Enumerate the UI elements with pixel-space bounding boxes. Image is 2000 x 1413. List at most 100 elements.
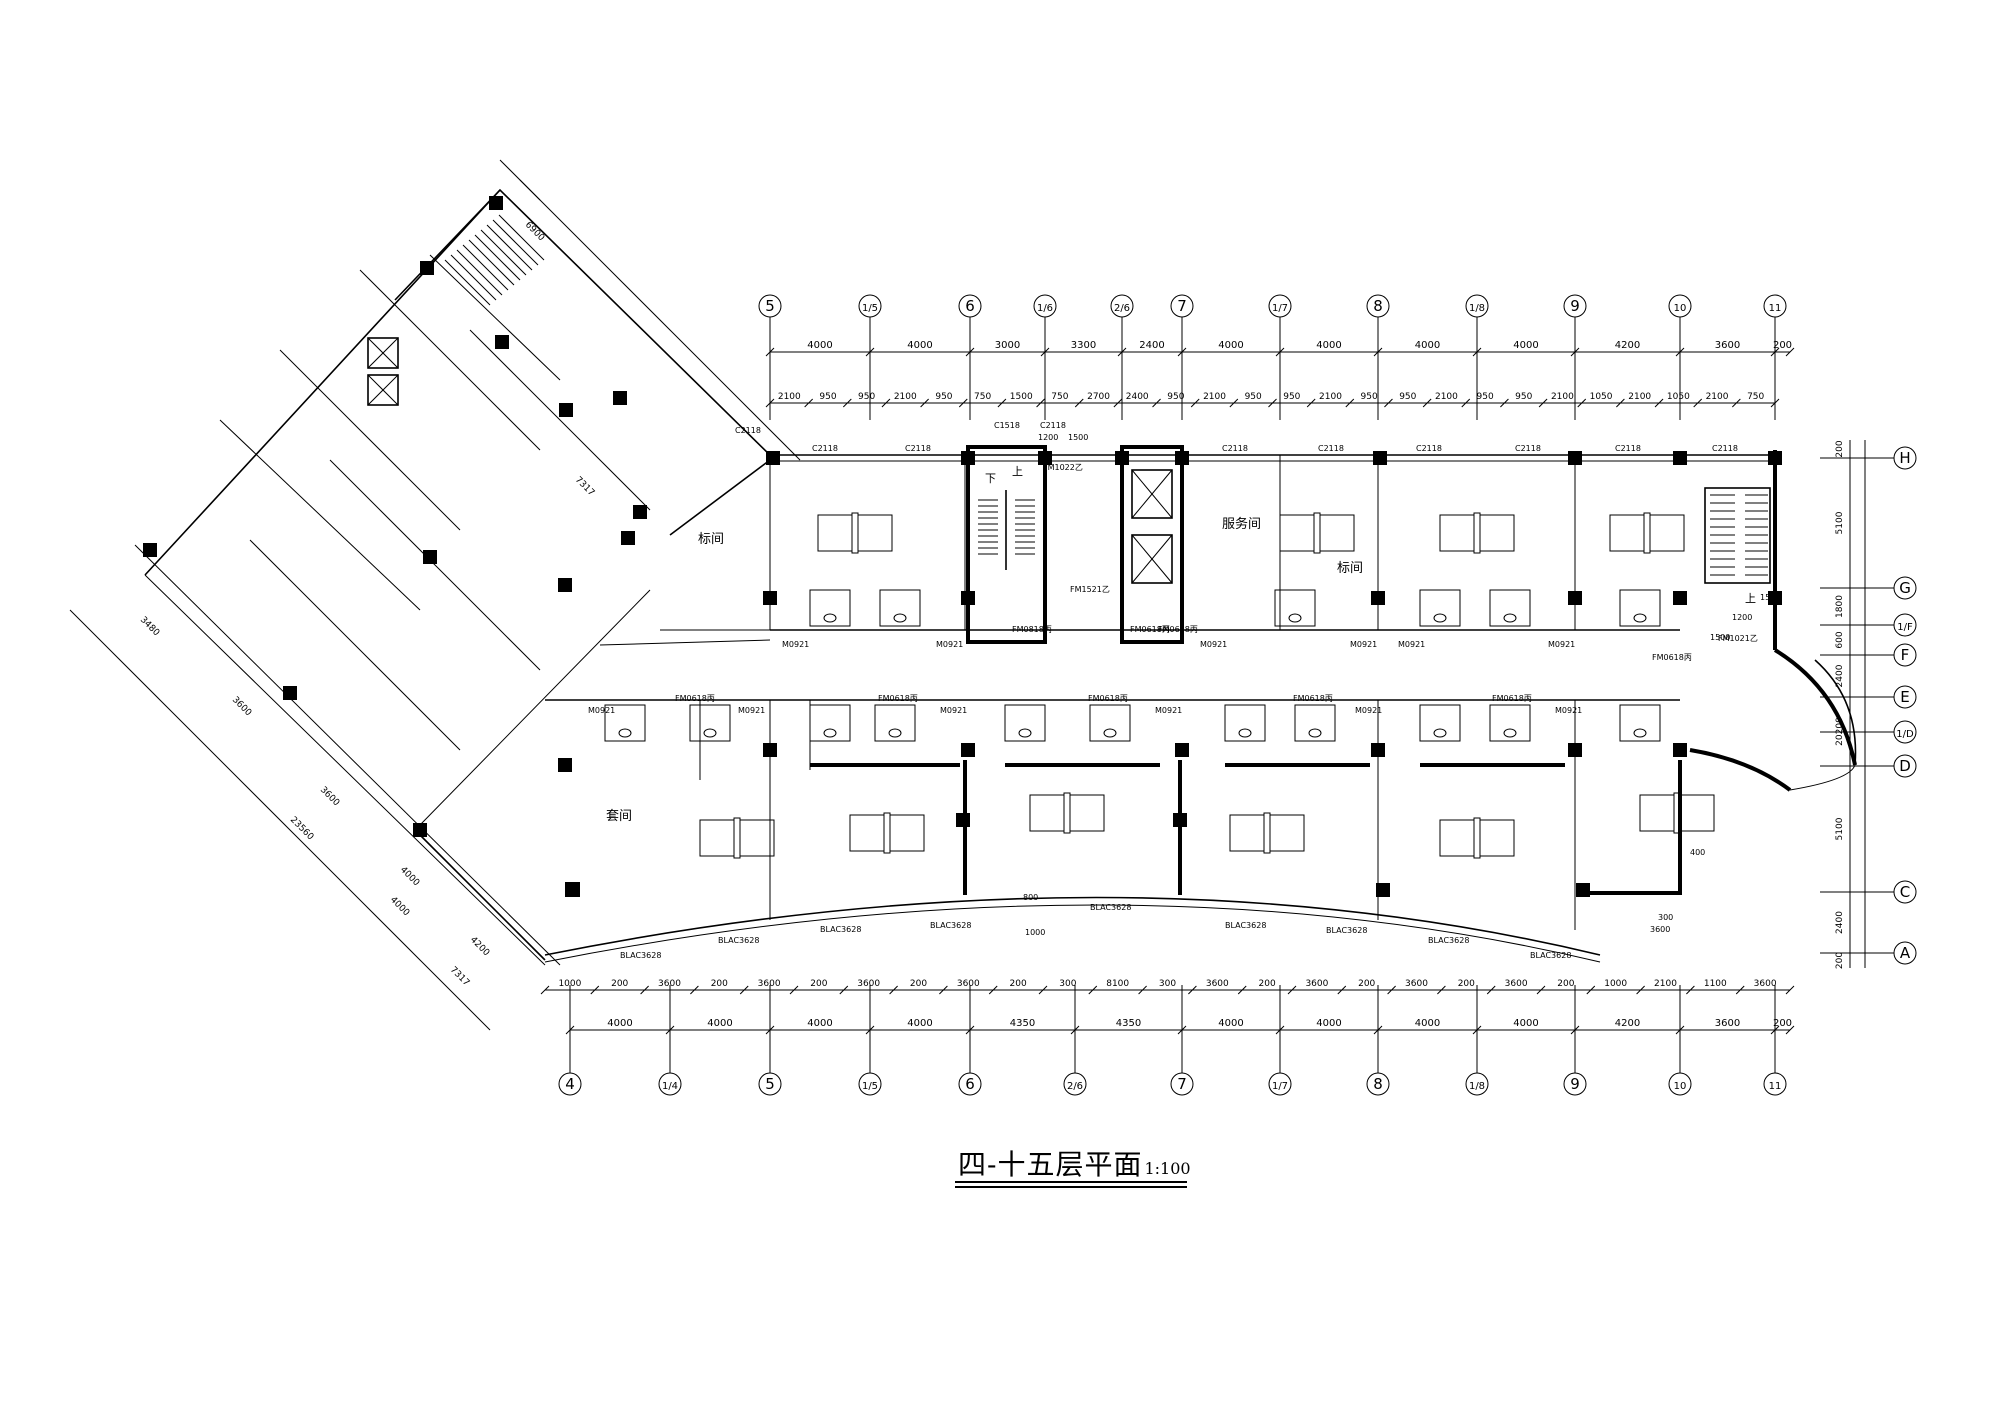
top-minor-dim-tick xyxy=(842,398,852,408)
top-minor-dim-tick xyxy=(1384,398,1393,408)
bottom-minor-dim-text: 200 xyxy=(1010,979,1027,989)
top-minor-dim-tick xyxy=(1036,398,1045,408)
toilet xyxy=(1503,613,1517,623)
nightstand xyxy=(1643,512,1651,554)
door-fire-tag: FM0618丙 xyxy=(675,694,715,703)
top-minor-dim-text: 950 xyxy=(1515,392,1532,402)
bottom-minor-dim-text: 200 xyxy=(1458,979,1475,989)
bottom-major-dim-text: 4350 xyxy=(1116,1018,1141,1029)
bottom-axis-7-label: 7 xyxy=(1177,1075,1187,1093)
misc-dim-text: 3600 xyxy=(1650,925,1670,934)
top-major-dim-text: 4200 xyxy=(1615,340,1640,351)
toilet xyxy=(703,728,717,738)
top-minor-dim-tick xyxy=(997,398,1007,408)
bottom-major-dim-tick xyxy=(1177,1025,1187,1035)
door-fire-tag: FM0618丙 xyxy=(1652,653,1692,662)
top-major-dim-tick xyxy=(1472,347,1482,357)
top-major-dim-text: 3600 xyxy=(1715,340,1740,351)
column xyxy=(1568,743,1582,757)
bottom-minor-dim-tick xyxy=(789,985,799,995)
bottom-major-dim-text: 4350 xyxy=(1010,1018,1035,1029)
window-tag: C2118 xyxy=(1712,444,1738,453)
top-major-dim-tick xyxy=(965,347,975,357)
bottom-major-dim-text: 4200 xyxy=(1615,1018,1640,1029)
column xyxy=(420,261,434,275)
bottom-minor-dim-tick xyxy=(1237,985,1247,995)
top-minor-dim-text: 2700 xyxy=(1087,392,1110,402)
bathroom xyxy=(874,704,916,742)
top-major-dim-text: 4000 xyxy=(1218,340,1243,351)
bottom-minor-dim-text: 200 xyxy=(1259,979,1276,989)
column xyxy=(1173,813,1187,827)
door-fire-right-tag: FM1021乙 xyxy=(1718,634,1758,643)
bottom-major-dim-tick xyxy=(1675,1025,1685,1035)
top-minor-dim-text: 2100 xyxy=(894,392,917,402)
window-tag: C2118 xyxy=(1416,444,1442,453)
door-tag: M0921 xyxy=(1155,706,1182,715)
right-dim-text: 2400 xyxy=(1835,911,1845,934)
bottom-axis-6-label: 2/6 xyxy=(1067,1081,1083,1092)
toilet xyxy=(893,613,907,623)
bed xyxy=(1269,814,1305,852)
bathroom xyxy=(809,704,851,742)
top-minor-dim-tick xyxy=(1113,398,1123,408)
nightstand xyxy=(1263,812,1271,854)
bottom-minor-dim-tick xyxy=(1586,985,1596,995)
bottom-minor-dim-tick xyxy=(1188,985,1197,995)
toilet xyxy=(1238,728,1252,738)
bottom-minor-dim-text: 3600 xyxy=(658,979,681,989)
bottom-major-dim-tick xyxy=(1373,1025,1383,1035)
top-major-dim-text: 3300 xyxy=(1071,340,1096,351)
wing-dim-text: 3600 xyxy=(318,785,341,808)
bay-window-tag: BLAC3628 xyxy=(1428,936,1469,945)
misc-dim-text: 1000 xyxy=(1025,928,1045,937)
top-axis-2-label: 1/5 xyxy=(862,303,878,314)
right-dim-text: 200 xyxy=(1835,952,1845,969)
column xyxy=(1371,591,1385,605)
top-minor-dim-tick xyxy=(765,398,775,408)
bottom-minor-dim-tick xyxy=(1636,985,1645,995)
top-minor-dim-text: 950 xyxy=(935,392,952,402)
toilet xyxy=(1433,728,1447,738)
top-major-dim-tick xyxy=(1040,347,1050,357)
bottom-major-dim-tick xyxy=(765,1025,775,1035)
top-axis-3-label: 6 xyxy=(965,297,975,315)
door-tag: M0921 xyxy=(1200,640,1227,649)
bottom-minor-dim-text: 300 xyxy=(1159,979,1176,989)
wing-dim-text: 4000 xyxy=(398,865,421,888)
drawing-title-block: 四-十五层平面 1:100 xyxy=(958,1143,1191,1183)
right-axis-3-label: 1/F xyxy=(1897,622,1913,633)
bottom-minor-dim-tick xyxy=(1686,985,1695,995)
bottom-axis-1-label: 4 xyxy=(565,1075,575,1093)
top-major-dim-tick xyxy=(765,347,775,357)
top-minor-dim-tick xyxy=(1229,398,1239,408)
bottom-major-dim-tick xyxy=(1570,1025,1580,1035)
misc-dim-text: 800 xyxy=(1023,893,1038,902)
top-minor-dim-text: 950 xyxy=(1245,392,1262,402)
misc-dim-text: 300 xyxy=(1658,913,1673,922)
bay-window-tags: BLAC3628 BLAC3628 BLAC3628 BLAC3628 BLAC… xyxy=(620,903,1571,960)
drawing-scale: 1:100 xyxy=(1144,1159,1191,1178)
stair-down-label: 下 xyxy=(985,472,996,485)
bottom-minor-dim-tick xyxy=(988,985,998,995)
column xyxy=(956,813,970,827)
stair-core xyxy=(966,445,1184,644)
bottom-axis-3-label: 5 xyxy=(765,1075,775,1093)
column xyxy=(1768,591,1782,605)
bay-window-tag: BLAC3628 xyxy=(930,921,971,930)
door-tag: M0921 xyxy=(738,706,765,715)
door-tag: M0921 xyxy=(782,640,809,649)
bathroom xyxy=(689,704,731,742)
bed xyxy=(849,814,885,852)
top-axis-4-label: 1/6 xyxy=(1037,303,1053,314)
column xyxy=(1673,743,1687,757)
top-major-dim-tick xyxy=(1177,347,1187,357)
top-minor-dim-tick xyxy=(1538,398,1548,408)
door-fire-tag: FM0618丙 xyxy=(878,694,918,703)
door-fire-b-tag: FM1022乙 xyxy=(1043,463,1083,472)
column xyxy=(1568,451,1582,465)
wing-dim-text: 7317 xyxy=(448,965,471,988)
bay-window-tag: BLAC3628 xyxy=(820,925,861,934)
bottom-minor-dim-text: 3600 xyxy=(1405,979,1428,989)
